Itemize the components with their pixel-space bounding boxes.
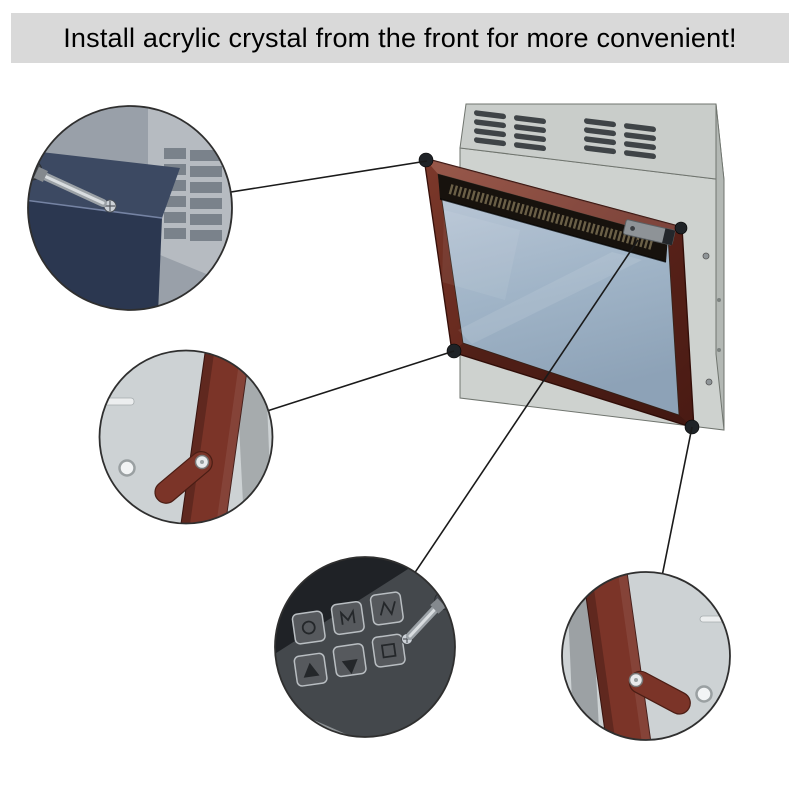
callout-control-panel <box>274 556 456 738</box>
button <box>371 633 406 668</box>
frame-edge-light <box>424 158 682 237</box>
instruction-title: Install acrylic crystal from the front f… <box>63 22 737 53</box>
crystal-frame <box>418 152 700 435</box>
callout-right-clip <box>561 571 731 741</box>
frame-edge-shade <box>424 158 463 352</box>
button <box>291 610 326 645</box>
button <box>330 600 365 636</box>
vent-slots-left <box>474 110 546 152</box>
navy-shelf-top <box>28 150 180 218</box>
callout-circle-ring <box>561 571 731 741</box>
panel-hole <box>695 685 713 703</box>
housing-side-rivet <box>717 348 721 352</box>
frame-edge-shade <box>452 343 694 428</box>
glass-highlight <box>442 210 520 300</box>
button <box>332 643 367 678</box>
panel-slot <box>699 615 729 623</box>
control-bracket <box>622 219 676 246</box>
instruction-banner: Install acrylic crystal from the front f… <box>11 13 789 63</box>
frame-corner-knob <box>418 152 434 168</box>
callout-corner-screw <box>27 105 233 311</box>
vent-bricks <box>164 148 222 241</box>
panel-hole <box>118 459 136 477</box>
callout-circle-ring <box>27 105 233 311</box>
vent-slots-right <box>584 118 656 160</box>
panel-slot <box>99 504 127 512</box>
button <box>369 591 404 626</box>
button <box>293 652 328 687</box>
wood-frame-edge <box>580 572 652 740</box>
control-buttons <box>291 591 406 687</box>
frame-corner-knob <box>674 221 688 235</box>
navy-shelf-front <box>28 200 162 310</box>
callout-left-clip <box>98 349 274 525</box>
callout-circle-ring <box>98 349 274 525</box>
frame-edge-shade <box>668 227 694 428</box>
screwdriver-ferrule <box>33 166 48 182</box>
housing-screw <box>702 252 710 260</box>
callout-circle-ring <box>274 556 456 738</box>
glass-highlight <box>458 252 642 344</box>
clip-pivot-screw <box>628 672 644 688</box>
screwdriver-ferrule <box>430 598 446 614</box>
clip-pivot-screw <box>194 454 210 470</box>
housing-screw <box>705 378 713 386</box>
frame-grille <box>438 174 668 263</box>
housing-side-rivet <box>717 298 721 302</box>
